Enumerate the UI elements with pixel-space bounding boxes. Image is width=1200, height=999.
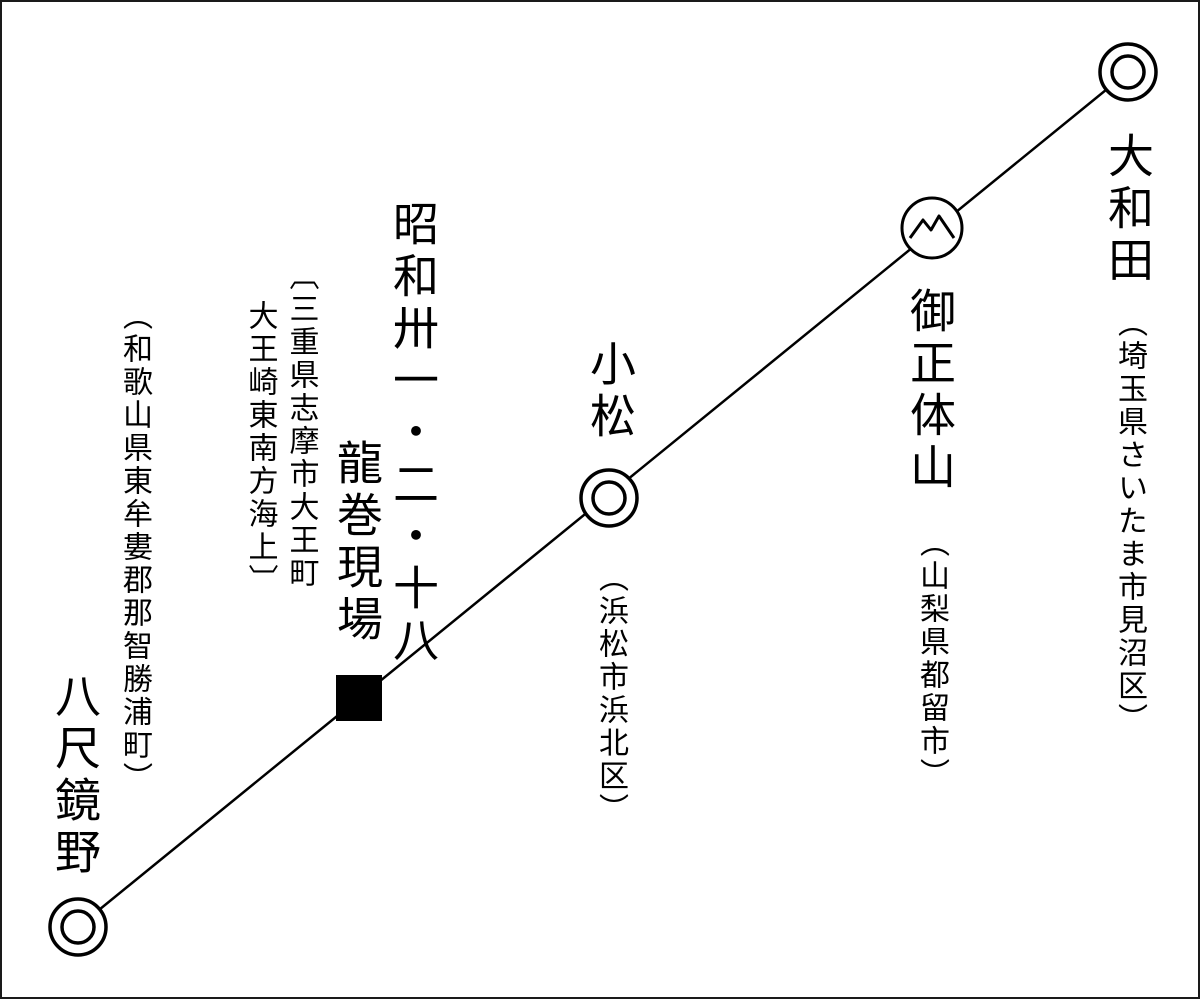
- station-address-goshotai: （山梨県都留市）: [914, 527, 949, 791]
- event-address-line-1: 〔三重県志摩市大王町: [283, 260, 319, 590]
- event-title: 龍巻現場: [330, 439, 384, 647]
- marker-owada: [1098, 42, 1158, 102]
- mountain-icon: [900, 196, 964, 260]
- station-address-owada: （埼玉県さいたま市見沼区）: [1112, 307, 1147, 736]
- station-address-yatakagamino: （和歌山県東牟婁郡那智勝浦町）: [117, 300, 152, 795]
- station-name-owada: 大和田: [1101, 132, 1155, 288]
- marker-yatakagamino: [48, 897, 108, 957]
- station-name-komatsu: 小松: [583, 340, 637, 444]
- station-address-komatsu: （浜松市浜北区）: [593, 562, 628, 826]
- marker-tatsumaki-square: [336, 675, 382, 721]
- station-name-yatakagamino: 八尺鏡野: [48, 672, 102, 880]
- event-address-line-2: 大王崎東南方海上〕: [242, 300, 278, 597]
- event-date: 昭和卅一・二・十八: [386, 200, 440, 668]
- marker-komatsu: [579, 468, 639, 528]
- station-name-goshotai: 御正体山: [903, 287, 957, 495]
